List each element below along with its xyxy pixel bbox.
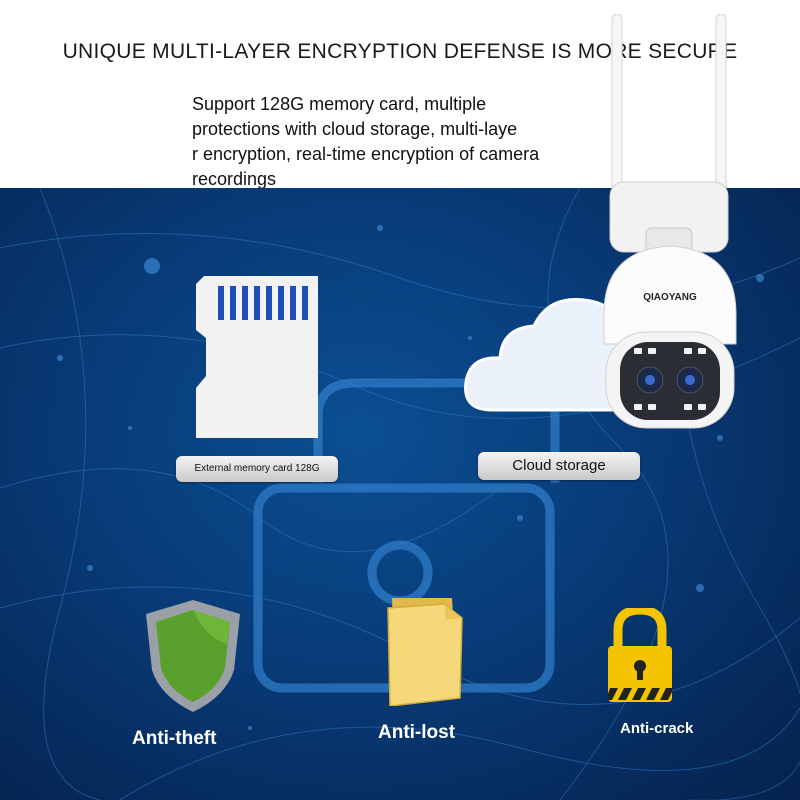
- description-line-2: protections with cloud storage, multi-la…: [192, 119, 518, 139]
- camera-brand-text: QIAOYANG: [643, 292, 697, 303]
- shield-icon: [146, 600, 240, 712]
- anti-theft-label: Anti-theft: [132, 728, 217, 749]
- anti-crack-label: Anti-crack: [620, 720, 694, 737]
- description: Support 128G memory card, multiple prote…: [192, 92, 622, 192]
- description-line-1: Support 128G memory card, multiple: [192, 94, 487, 114]
- headline: UNIQUE MULTI-LAYER ENCRYPTION DEFENSE IS…: [62, 40, 738, 63]
- description-line-4: recordings: [192, 169, 277, 189]
- top-banner: [0, 0, 800, 188]
- anti-lost-label: Anti-lost: [378, 722, 456, 743]
- cloud-storage-label: Cloud storage: [478, 452, 640, 480]
- memory-card-icon: [196, 276, 318, 438]
- description-line-3: r encryption, real-time encryption of ca…: [192, 144, 540, 164]
- padlock-icon: [608, 608, 672, 702]
- security-camera-image: QIAOYANG: [603, 14, 737, 429]
- folder-icon: [387, 598, 463, 706]
- memory-card-label: External memory card 128G: [176, 456, 338, 482]
